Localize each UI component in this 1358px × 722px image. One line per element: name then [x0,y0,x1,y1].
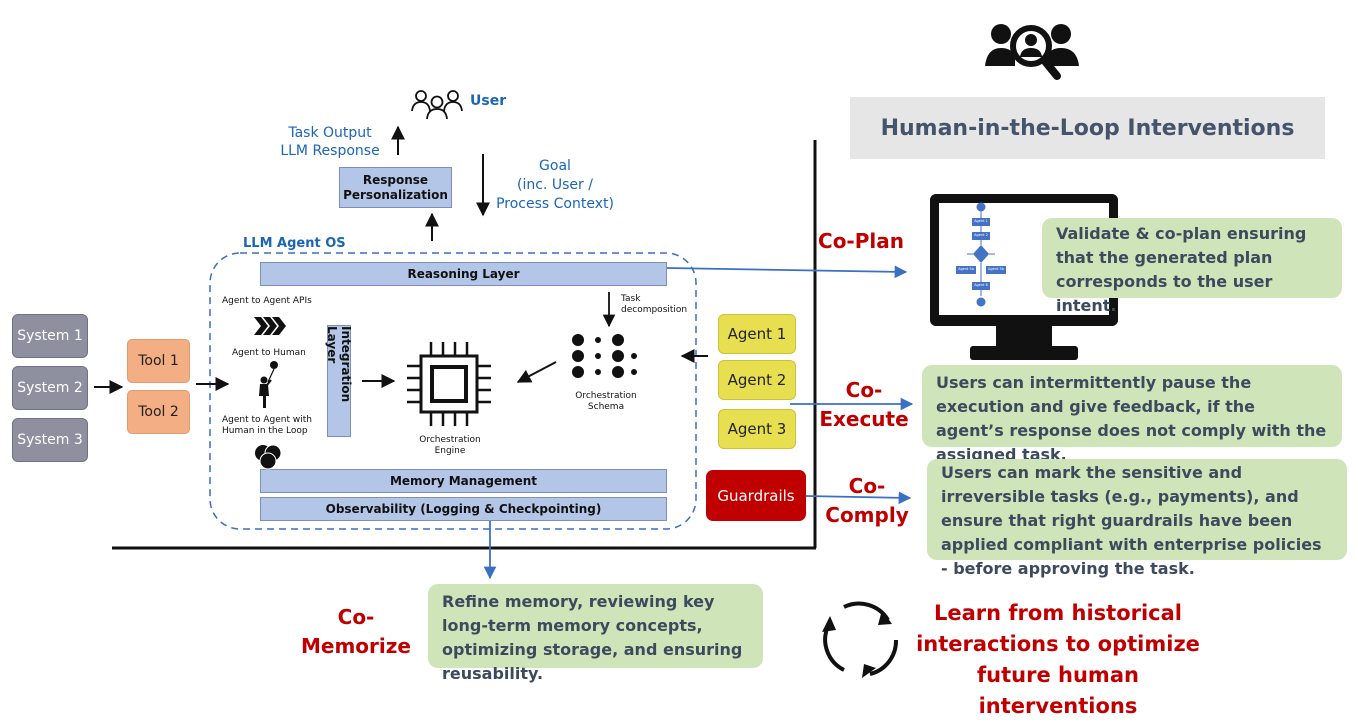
agent-to-human-label: Agent to Human [232,348,306,358]
system-1-box: System 1 [12,314,88,358]
co-memorize-label: Co- Memorize [301,605,411,658]
venn-icon [255,444,282,470]
task-decomposition-label: Task decomposition [621,294,688,316]
monitor-node-2: Agent 2 [974,233,988,237]
agent-to-agent-apis-label: Agent to Agent APIs [222,296,312,306]
monitor-node-5b: Agent 5b [988,267,1004,271]
tool-1-box: Tool 1 [127,339,190,383]
co-plan-label: Co-Plan [818,229,904,253]
users-icon [411,90,463,120]
system-2-box: System 2 [12,366,88,410]
monitor-node-5a: Agent 5a [958,267,974,271]
schema-dots-icon [572,334,637,378]
refresh-cycle-icon [822,601,899,678]
title-box [850,97,1325,159]
agent-to-agent-hitl-label: Agent to Agent with Human in the Loop [222,415,312,437]
cpu-chip-icon [407,342,491,426]
goal-label: Goal (inc. User / Process Context) [496,158,614,212]
connector-lines [94,125,914,580]
integration-layer-label: Integration Layer [325,326,353,403]
orchestration-engine-label: Orchestration Engine [419,435,481,457]
people-search-icon [985,24,1079,80]
integration-layer: Integration Layer [325,325,353,437]
tool-2-box: Tool 2 [127,390,190,434]
agent-3-box: Agent 3 [718,409,796,449]
co-execute-label: Co- Execute [819,378,909,431]
chevrons-icon [254,317,286,335]
orchestration-schema-label: Orchestration Schema [575,391,637,413]
co-comply-label: Co- Comply [825,474,909,527]
memory-management-layer: Memory Management [260,469,667,493]
response-personalization-box: Response Personalization [339,167,452,208]
os-label: LLM Agent OS [243,236,346,251]
reasoning-layer: Reasoning Layer [260,262,667,286]
person-balloon-icon [259,361,278,408]
co-plan-description: Validate & co-plan ensuring that the gen… [1042,218,1342,315]
co-memorize-description: Refine memory, reviewing key long-term m… [428,584,763,683]
learn-text: Learn from historical interactions to op… [916,601,1200,718]
monitor-node-1: Agent 1 [974,219,988,223]
task-output-label: Task Output LLM Response [280,125,380,159]
co-comply-description: Users can mark the sensitive and irrever… [927,459,1347,578]
page-title: Human-in-the-Loop Interventions [880,115,1295,141]
co-execute-description: Users can intermittently pause the execu… [922,365,1342,464]
observability-layer: Observability (Logging & Checkpointing) [260,497,667,521]
user-label: User [470,93,507,109]
monitor-node-6: Agent 6 [974,283,988,287]
guardrails-box: Guardrails [706,470,806,521]
system-3-box: System 3 [12,418,88,462]
agent-1-box: Agent 1 [718,314,796,354]
agent-2-box: Agent 2 [718,360,796,400]
